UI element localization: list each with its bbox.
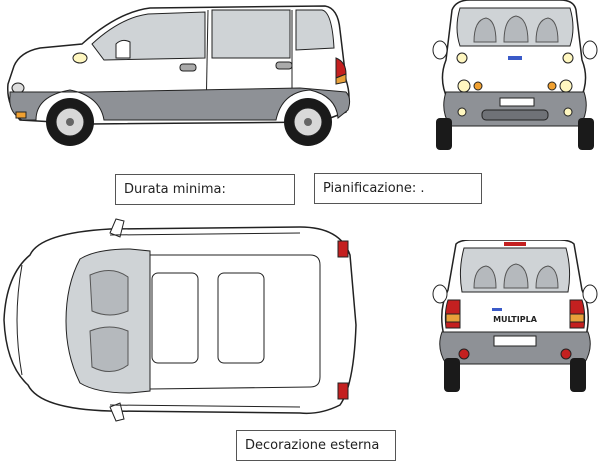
door-handle-rear xyxy=(275,61,293,70)
top-windshield xyxy=(65,248,151,394)
sunroof-rear xyxy=(217,272,265,364)
car-rear-view: MULTIPLA xyxy=(432,240,598,392)
headlight xyxy=(72,52,88,64)
rear-tyre-left xyxy=(444,358,460,392)
rear-tyre-right xyxy=(570,358,586,392)
top-mirror-right xyxy=(109,402,125,422)
sunroof-front xyxy=(151,272,199,364)
headlight-left xyxy=(457,79,471,93)
side-mirror xyxy=(115,39,131,59)
side-window-rear xyxy=(295,9,335,51)
mirror-left xyxy=(432,40,448,60)
license-plate xyxy=(499,97,535,107)
headlight-right xyxy=(559,79,573,93)
side-skirt xyxy=(9,87,351,121)
mirror-right xyxy=(582,40,598,60)
label-pianificazione: Pianificazione: . xyxy=(314,173,482,204)
door-handle-front xyxy=(179,63,197,72)
car-top-view xyxy=(3,218,357,422)
top-mirror-left xyxy=(109,218,125,238)
side-window-front xyxy=(91,11,206,61)
label-durata-minima: Durata minima: xyxy=(115,174,295,205)
wheel-front xyxy=(46,98,94,146)
rear-badge: MULTIPLA xyxy=(493,315,538,324)
label-decorazione-esterna: Decorazione esterna xyxy=(236,430,396,461)
car-front-view xyxy=(432,0,598,150)
rear-license-plate xyxy=(493,335,537,347)
wheel-rear xyxy=(284,98,332,146)
front-tyre-right xyxy=(578,118,594,150)
car-side-view xyxy=(7,5,351,146)
side-window-middle xyxy=(211,9,291,59)
front-tyre-left xyxy=(436,118,452,150)
